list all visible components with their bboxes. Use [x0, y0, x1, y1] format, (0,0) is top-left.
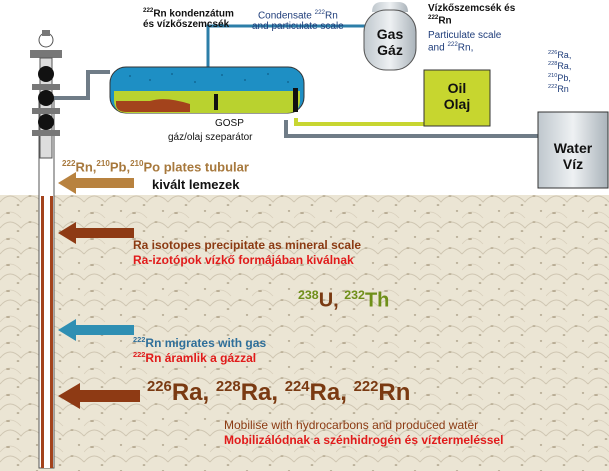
label-text: Rn kondenzátum [153, 8, 234, 20]
gosp-separator [109, 66, 305, 114]
oil-en: Oil [447, 80, 467, 96]
label-text: Ra, [309, 379, 347, 406]
gas-en: Gas [376, 26, 404, 42]
gosp-label: GOSP [215, 118, 244, 129]
label-sup: 222 [133, 350, 146, 359]
arrow-left-icon [58, 319, 134, 341]
label-text: Rn, [457, 41, 474, 53]
ra-scale-hu: Ra-izotópok vízkő formájában kiválnak [133, 253, 354, 267]
water-en: Water [553, 140, 593, 156]
label-sup: 222 [447, 40, 458, 48]
label-text: Th [364, 289, 390, 312]
label-text: és vízkőszemcsék [143, 18, 230, 30]
label-sup: 210 [548, 72, 558, 79]
water-tank-label: Water Víz [538, 140, 608, 172]
right-hu-label: Vízkőszemcsék és 222Rn [428, 3, 516, 26]
label-sup: 222 [548, 83, 558, 90]
rn-gas-hu: 222Rn áramlik a gázzal [133, 351, 256, 365]
wellhead-valve-icon [30, 30, 62, 159]
label-text: Condensate [257, 10, 312, 22]
pipes [52, 24, 548, 138]
label-sup: 222 [143, 7, 154, 14]
oil-tank-label: Oil Olaj [424, 80, 490, 112]
gas-hu: Gáz [377, 42, 403, 59]
water-hu: Víz [562, 156, 584, 173]
label-text: and particulate scale [252, 20, 344, 32]
isotope-item: 226Ra, [548, 50, 571, 61]
label-text: U, [318, 289, 339, 312]
label-sup: 238 [298, 288, 319, 302]
label-sup: 222 [314, 9, 325, 16]
label-text: Rn [557, 83, 569, 94]
label-text: Rn áramlik a gázzal [145, 351, 257, 365]
label-sup: 222 [62, 159, 76, 168]
tubular-en-label: 222Rn,210Pb,210Po plates tubular [62, 159, 249, 175]
label-sup: 226 [147, 379, 172, 395]
label-text: Pb, [557, 72, 571, 83]
label-text: and [428, 41, 445, 53]
ra-rn-bottom-label: 226Ra, 228Ra, 224Ra, 222Rn [147, 379, 411, 406]
arrow-left-icon [58, 383, 140, 409]
label-text: Rn [324, 10, 338, 22]
oil-tank [423, 69, 491, 127]
label-sup: 228 [548, 61, 558, 68]
label-sup: 210 [96, 159, 110, 168]
label-sup: 222 [353, 379, 379, 395]
rn-condensate-hu: 222Rn kondenzátum és vízkőszemcsék [143, 7, 234, 30]
arrow-left-icon [58, 222, 134, 244]
arrow-left-icon [58, 172, 134, 194]
ra-scale-en: Ra isotopes precipitate as mineral scale [133, 238, 362, 252]
isotope-item: 210Pb, [548, 73, 571, 84]
condensate-en: Condensate 222Rn and particulate scale [252, 9, 344, 32]
label-sup: 226 [548, 50, 558, 56]
label-sup: 232 [344, 288, 365, 302]
gas-tank-label: Gas Gáz [364, 26, 416, 58]
label-text: Rn, [75, 159, 97, 175]
label-text: Ra, [557, 61, 572, 72]
mobilise-en: Mobilise with hydrocarbons and produced … [224, 418, 479, 432]
label-text: Vízkőszemcsék és [428, 3, 516, 14]
label-text: Rn [438, 14, 452, 26]
isotope-item: 222Rn [548, 84, 571, 95]
right-en-label: Particulate scale and 222Rn, [428, 30, 502, 53]
label-text: Ra, [557, 50, 572, 60]
label-text: Rn [378, 379, 411, 406]
label-text: Po plates tubular [143, 159, 249, 175]
water-tank [537, 111, 609, 189]
separator-hu-label: gáz/olaj szeparátor [168, 132, 253, 143]
label-text: Ra, [171, 379, 210, 406]
label-text: Particulate scale [428, 30, 502, 41]
label-sup: 224 [284, 379, 310, 395]
water-isotope-list: 226Ra, 228Ra, 210Pb, 222Rn [548, 50, 571, 95]
oil-hu: Olaj [443, 96, 471, 113]
label-text: Pb, [109, 159, 131, 175]
label-sup: 222 [133, 335, 146, 344]
u-th-label: 238U, 232Th [298, 288, 390, 312]
rn-gas-en: 222Rn migrates with gas [133, 336, 266, 350]
label-sup: 222 [428, 13, 439, 21]
label-sup: 228 [215, 379, 241, 395]
wellbore [38, 99, 55, 469]
mobilise-hu: Mobilizálódnak a szénhidrogén és vízterm… [224, 433, 504, 447]
isotope-item: 228Ra, [548, 61, 571, 72]
tubular-hu-label: kivált lemezek [152, 177, 240, 192]
gas-tank [363, 2, 417, 71]
label-text: Ra, [240, 379, 279, 406]
label-text: Rn migrates with gas [145, 336, 267, 350]
label-sup: 210 [130, 159, 144, 168]
